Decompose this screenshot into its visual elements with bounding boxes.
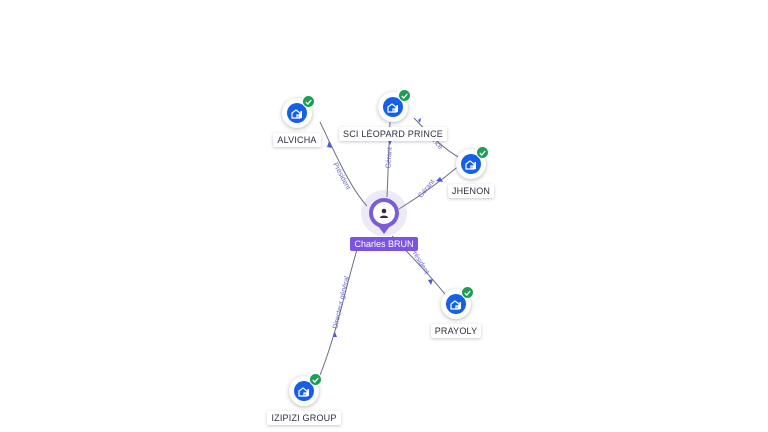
edge-label-sci: Gérant xyxy=(385,147,393,169)
company-node-izipizi-group[interactable]: IZIPIZI GROUP xyxy=(244,373,364,425)
building-icon xyxy=(298,386,309,397)
company-label: IZIPIZI GROUP xyxy=(267,411,341,425)
verified-check-icon xyxy=(309,373,322,386)
building-icon xyxy=(465,159,476,170)
company-bubble[interactable] xyxy=(282,95,315,128)
arrow-sci xyxy=(388,140,392,145)
verified-check-icon xyxy=(476,146,489,159)
company-node-alvicha[interactable]: ALVICHA xyxy=(237,95,357,147)
building-icon xyxy=(291,108,302,119)
person-node-charles-brun[interactable]: Charles BRUN xyxy=(324,190,444,251)
company-bubble[interactable] xyxy=(289,373,322,406)
edge-jhenon-sci xyxy=(413,117,461,159)
company-label: JHENON xyxy=(447,184,495,198)
person-pin[interactable] xyxy=(369,198,399,234)
edge-izipizi xyxy=(317,245,359,381)
company-label: ALVICHA xyxy=(273,133,321,147)
arrow-jhenon-sci xyxy=(418,118,421,123)
arrow-alvicha xyxy=(327,141,332,148)
edge-jhenon xyxy=(398,164,461,210)
edge-alvicha xyxy=(319,121,368,207)
company-bubble[interactable] xyxy=(441,286,474,319)
verified-check-icon xyxy=(461,286,474,299)
company-node-jhenon[interactable]: JHENON xyxy=(411,146,531,198)
building-icon xyxy=(450,299,461,310)
company-node-prayoly[interactable]: PRAYOLY xyxy=(396,286,516,338)
verified-check-icon xyxy=(398,89,411,102)
company-node-sci-leopard-prince[interactable]: SCI LÉOPARD PRINCE xyxy=(333,89,453,141)
person-label: Charles BRUN xyxy=(350,237,418,251)
building-icon xyxy=(387,102,398,113)
company-label: SCI LÉOPARD PRINCE xyxy=(339,127,447,141)
edge-label-prayoly: Président xyxy=(408,247,430,276)
edge-label-izipizi: Directeur général xyxy=(332,275,351,329)
company-bubble[interactable] xyxy=(456,146,489,179)
arrow-prayoly xyxy=(428,279,433,285)
company-bubble[interactable] xyxy=(378,89,411,122)
arrow-jhenon xyxy=(436,177,443,182)
arrow-izipizi xyxy=(333,332,337,337)
person-icon xyxy=(379,208,389,218)
company-label: PRAYOLY xyxy=(430,324,482,338)
person-halo xyxy=(361,190,407,236)
verified-check-icon xyxy=(302,95,315,108)
